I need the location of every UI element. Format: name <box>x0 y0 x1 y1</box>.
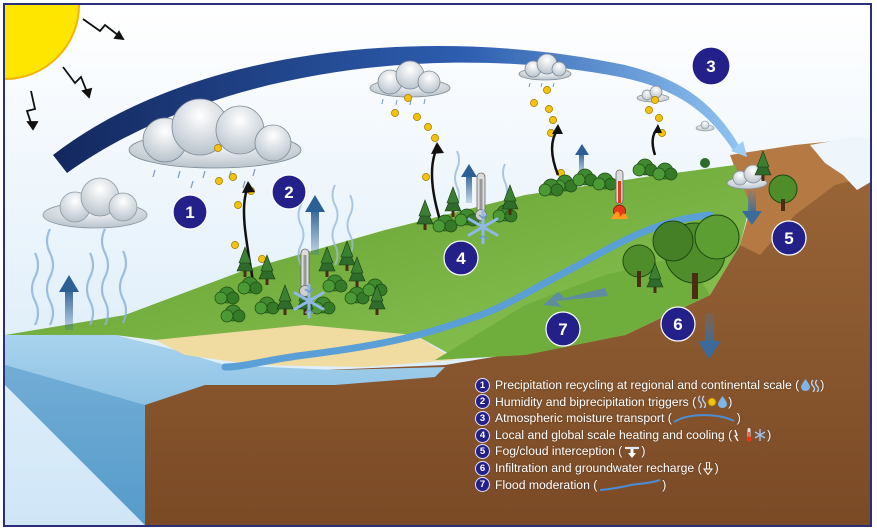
legend-item-7: 7 Flood moderation () <box>475 477 870 494</box>
moisture-transport-arc <box>53 45 740 173</box>
sun-ray-icon <box>733 429 744 442</box>
infiltration-arrow <box>698 313 721 359</box>
moisture-arc-head <box>731 141 747 157</box>
lake-front-face <box>5 365 145 525</box>
legend-item-3: 3 Atmospheric moisture transport () <box>475 410 870 427</box>
cloud-distant <box>695 120 715 132</box>
evaporation-arrow-forest <box>305 195 325 255</box>
snowflake-icon <box>754 429 766 442</box>
svg-text:3: 3 <box>706 57 715 76</box>
badge-5: 5 <box>771 220 807 256</box>
legend-closing-paren: ) <box>662 477 667 492</box>
badge-1: 1 <box>172 194 208 230</box>
legend-closing-paren: ) <box>820 378 825 392</box>
trees-riverbank <box>622 150 798 299</box>
evaporation-arrow-left <box>59 275 79 330</box>
legend-closing-paren: ) <box>736 411 741 426</box>
badge-6: 6 <box>660 306 696 342</box>
legend-number-badge: 1 <box>475 377 490 393</box>
lower-meadow <box>435 255 710 360</box>
sun-ray-arrows <box>25 18 125 131</box>
droplet-icon <box>800 379 810 392</box>
svg-text:5: 5 <box>784 229 793 248</box>
legend-text: Atmospheric moisture transport ( <box>495 411 672 426</box>
legend-item-5: 5 Fog/cloud interception () <box>475 443 870 460</box>
legend-number-badge: 2 <box>475 394 490 410</box>
legend-text: Precipitation recycling at regional and … <box>495 378 800 392</box>
legend-text: Fog/cloud interception ( <box>495 444 623 459</box>
legend-icon-group <box>623 445 640 459</box>
river <box>221 211 714 371</box>
fog-down-arrow-icon <box>624 445 640 459</box>
svg-text:6: 6 <box>673 315 682 334</box>
sun-icon <box>5 5 80 80</box>
evaporation-arrow-mid <box>461 164 477 203</box>
legend-icon-group <box>673 412 736 424</box>
legend-icon-group <box>697 395 727 409</box>
legend: 1 Precipitation recycling at regional and… <box>475 377 870 494</box>
svg-text:7: 7 <box>558 320 567 339</box>
legend-closing-paren: ) <box>728 394 733 409</box>
badge-2: 2 <box>271 174 307 210</box>
down-arrow-icon <box>703 461 714 475</box>
vapor-lines-left <box>30 228 128 326</box>
legend-text: Humidity and biprecipitation triggers ( <box>495 394 697 409</box>
legend-icon-group <box>598 478 661 491</box>
legend-icon-group <box>733 428 766 442</box>
soil-block <box>5 156 870 525</box>
badge-7: 7 <box>545 311 581 347</box>
legend-closing-paren: ) <box>714 460 719 475</box>
water-cycle-scene: 1 2 3 4 5 6 7 <box>5 5 870 525</box>
particle-icon <box>707 397 717 407</box>
recycling-arrowheads <box>242 124 662 193</box>
rain-cloud-mid <box>369 60 451 106</box>
badge-4: 4 <box>443 240 479 276</box>
legend-closing-paren: ) <box>641 444 646 459</box>
droplet-icon <box>717 395 727 408</box>
legend-item-2: 2 Humidity and biprecipitation triggers (… <box>475 394 870 411</box>
legend-item-1: 1 Precipitation recycling at regional and… <box>475 377 870 394</box>
rain-cloud-small <box>518 53 572 88</box>
legend-number-badge: 4 <box>475 427 490 443</box>
river-line-icon <box>599 478 661 491</box>
fog-interception-arrow <box>742 191 762 225</box>
badge-3: 3 <box>691 46 731 86</box>
legend-number-badge: 3 <box>475 410 490 426</box>
legend-text: Infiltration and groundwater recharge ( <box>495 460 702 475</box>
vapor-wave-icon <box>697 395 706 409</box>
legend-text: Local and global scale heating and cooli… <box>495 427 733 442</box>
svg-text:4: 4 <box>456 249 466 268</box>
legend-number-badge: 7 <box>475 477 490 493</box>
legend-text: Flood moderation ( <box>495 477 598 492</box>
legend-icon-group <box>703 461 714 475</box>
svg-text:2: 2 <box>284 183 293 202</box>
flood-moderation-arrow <box>543 288 608 307</box>
legend-icon-group <box>800 379 819 392</box>
cloud-left <box>42 177 148 229</box>
evaporation-arrow-far <box>575 144 589 175</box>
legend-number-badge: 5 <box>475 444 490 460</box>
legend-number-badge: 6 <box>475 460 490 476</box>
svg-text:1: 1 <box>185 203 194 222</box>
moisture-arc-icon <box>673 412 735 424</box>
thermometer-icon <box>745 428 753 442</box>
vapor-wave-icon <box>810 379 819 392</box>
legend-closing-paren: ) <box>767 427 772 442</box>
snow-cap <box>810 137 870 190</box>
beach <box>155 325 455 367</box>
legend-item-4: 4 Local and global scale heating and cool… <box>475 427 870 444</box>
forest-distant <box>632 158 710 181</box>
thermometer-hot-icon <box>611 169 628 219</box>
legend-item-6: 6 Infiltration and groundwater recharge (… <box>475 460 870 477</box>
